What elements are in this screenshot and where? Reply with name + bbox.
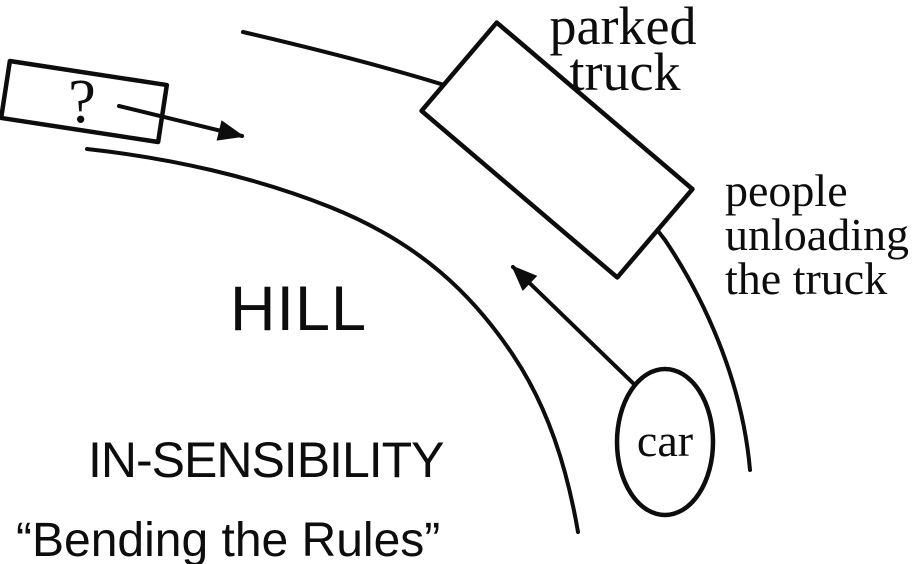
car-label: car xyxy=(637,415,693,466)
caption-subtitle: “Bending the Rules” xyxy=(16,514,440,564)
parked-truck-shape xyxy=(419,20,695,280)
hill-label: HILL xyxy=(230,274,367,344)
diagram-shapes xyxy=(0,20,752,534)
people-unloading-label-line2: unloading xyxy=(725,209,909,260)
unknown-vehicle-direction-arrow xyxy=(117,104,245,141)
unknown-vehicle-label: ? xyxy=(68,68,96,136)
car-shape xyxy=(614,366,716,518)
road-left-edge-line xyxy=(85,147,580,534)
parked-truck-label-line1: parked xyxy=(550,0,697,56)
unknown-vehicle-box xyxy=(0,58,170,145)
car-direction-arrow xyxy=(511,265,639,389)
caption-title: IN-SENSIBILITY xyxy=(88,432,444,488)
diagram-labels: ? parked truck people unloading the truc… xyxy=(16,0,909,564)
people-unloading-label-line3: the truck xyxy=(725,253,887,304)
parked-truck-label-line2: truck xyxy=(570,42,681,102)
people-unloading-label-line1: people xyxy=(725,165,848,216)
